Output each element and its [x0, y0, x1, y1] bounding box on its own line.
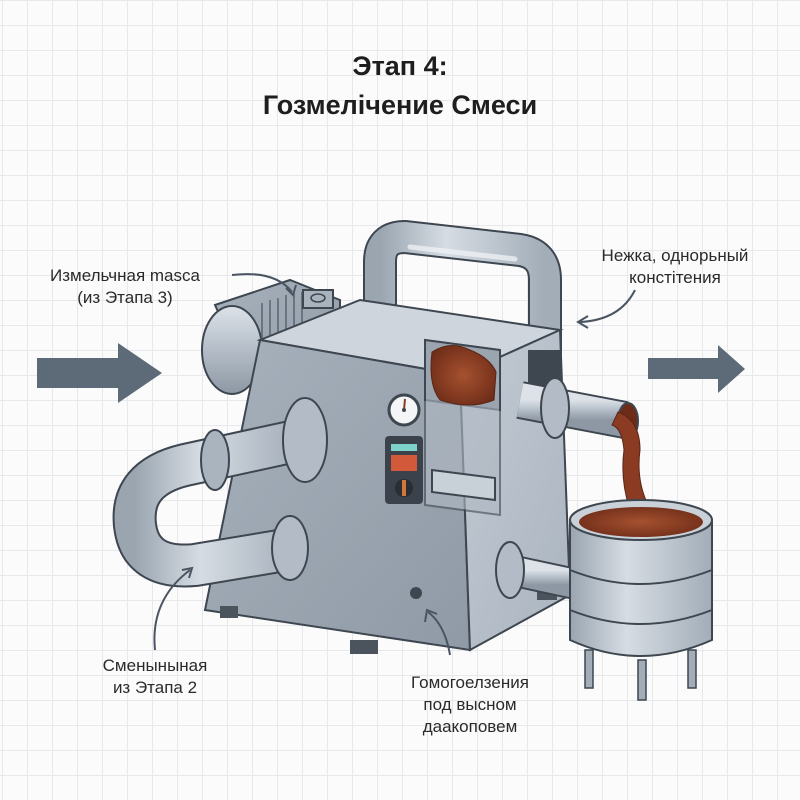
label-homogenization-line2: под высном — [423, 695, 517, 714]
label-consistency-line1: Нежка, однорьный — [601, 246, 749, 265]
label-replaceable: Сменыныная из Этапа 2 — [70, 655, 240, 699]
label-consistency: Нежка, однорьный констітения — [565, 245, 785, 289]
callout-consistency-arrow — [579, 289, 636, 323]
label-input-mass: Измельчная masca (из Этапа 3) — [20, 265, 230, 309]
product-stream — [611, 411, 649, 511]
label-homogenization-line3: даакоповем — [422, 717, 518, 736]
label-replaceable-line1: Сменыныная — [102, 656, 208, 675]
diagram-title-process: Гозмелічение Смеси — [262, 90, 538, 120]
label-input-mass-line2: (из Этапа 3) — [77, 288, 173, 307]
label-consistency-line2: констітения — [629, 268, 721, 287]
label-replaceable-line2: из Этапа 2 — [112, 678, 198, 697]
lower-right-pipe — [495, 541, 584, 601]
callout-homogenization-arrow — [427, 611, 451, 656]
diagram-title-stage: Этап 4: — [352, 51, 448, 81]
callout-arrows — [153, 273, 636, 656]
control-panel-icon — [385, 436, 423, 504]
collection-vessel — [569, 499, 713, 701]
callout-replaceable-arrow — [153, 569, 191, 651]
callout-input-arrow — [231, 273, 293, 293]
label-input-mass-line1: Измельчная masca — [50, 266, 200, 285]
label-homogenization-line1: Гомогоелзения — [411, 673, 529, 692]
output-flow-arrow-icon — [648, 345, 745, 393]
input-flow-arrow-icon — [37, 343, 162, 403]
label-homogenization: Гомогоелзения под высном даакоповем — [385, 672, 555, 738]
left-loop-pipe — [112, 397, 328, 588]
pressure-gauge-icon — [387, 393, 421, 427]
